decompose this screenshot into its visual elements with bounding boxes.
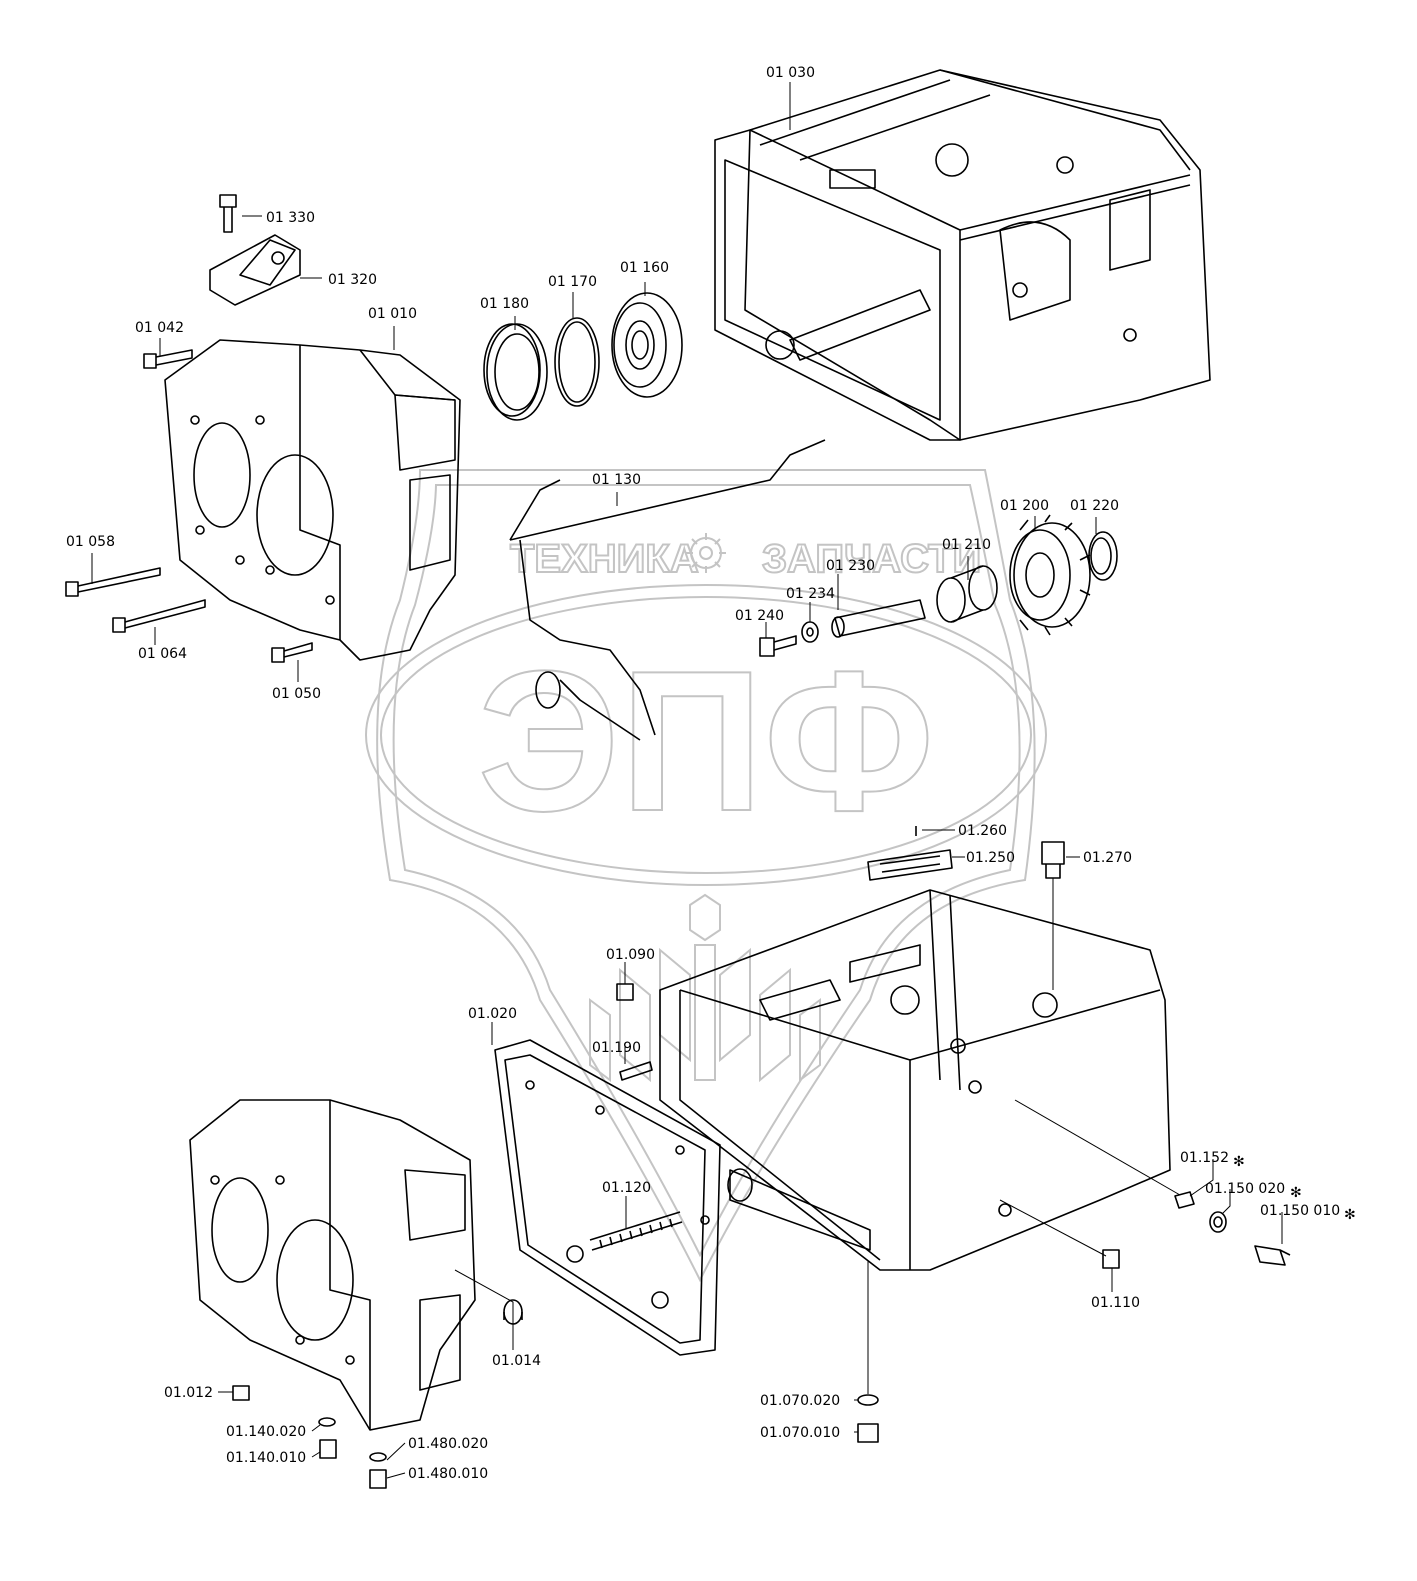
plug-01012	[232, 1385, 250, 1401]
watermark	[365, 469, 1047, 1283]
label-01320: 01 320	[328, 272, 377, 288]
gear-01200	[1009, 514, 1091, 636]
wheat-ear-icon	[589, 893, 821, 1083]
label-01234: 01 234	[786, 586, 835, 602]
transmission-housing-upper	[714, 69, 1211, 441]
pin-01152	[1174, 1191, 1195, 1209]
label-01-020: 01.020	[468, 1006, 517, 1022]
label-01240: 01 240	[735, 608, 784, 624]
label-01-260: 01.260	[958, 823, 1007, 839]
label-01-250: 01.250	[966, 850, 1015, 866]
watermark-oval	[365, 584, 1047, 886]
bolt-01240	[759, 635, 797, 657]
gear-icon	[686, 533, 726, 573]
watermark-shield-outer	[376, 469, 1036, 1283]
label-01-480-010: 01.480.010	[408, 1466, 488, 1482]
label-01160: 01 160	[620, 260, 669, 276]
spring-01120	[589, 1211, 683, 1251]
label-01-152: 01.152	[1180, 1150, 1229, 1166]
seal-01180	[483, 323, 548, 421]
needle-bearing-01210	[936, 565, 998, 623]
label-01030: 01 030	[766, 65, 815, 81]
switch-01150010	[1254, 1245, 1291, 1266]
label-01-150-010: 01.150 010	[1260, 1203, 1340, 1219]
leader-lines	[91, 82, 1283, 1479]
watermark-logo: ЭПФ	[478, 630, 935, 853]
label-01-070-010: 01.070.010	[760, 1425, 840, 1441]
bearing-01160	[611, 292, 683, 398]
front-housing-lower	[189, 1099, 476, 1431]
asterisk-01-150-010: ✻	[1344, 1207, 1356, 1223]
label-01-014: 01.014	[492, 1353, 541, 1369]
front-housing-01010	[164, 339, 461, 661]
oil-pipe-01130	[509, 439, 826, 741]
label-01050: 01 050	[272, 686, 321, 702]
asterisk-01-152: ✻	[1233, 1154, 1245, 1170]
watermark-brand-right: ЗАПЧАСТИ	[762, 537, 981, 581]
nameplate-01250	[867, 849, 953, 881]
label-01064: 01 064	[138, 646, 187, 662]
label-01-190: 01.190	[592, 1040, 641, 1056]
bolt-01330	[219, 194, 237, 233]
transmission-housing-lower	[659, 889, 1171, 1271]
watermark-oval-inner	[380, 596, 1032, 874]
label-01180: 01 180	[480, 296, 529, 312]
bolt-01064	[112, 599, 206, 633]
bolt-01050	[271, 642, 313, 663]
label-01220: 01 220	[1070, 498, 1119, 514]
ring-01140020	[318, 1417, 336, 1427]
plug-01070010	[857, 1423, 879, 1443]
breather-01270	[1041, 841, 1065, 879]
label-01-110: 01.110	[1091, 1295, 1140, 1311]
label-01-090: 01.090	[606, 947, 655, 963]
bracket-01320	[209, 234, 301, 306]
label-01-150-020: 01.150 020	[1205, 1181, 1285, 1197]
label-01170: 01 170	[548, 274, 597, 290]
watermark-brand-left: ТЕХНИКА	[510, 537, 699, 581]
label-01210: 01 210	[942, 537, 991, 553]
plug-01140010	[319, 1439, 337, 1459]
label-01200: 01 200	[1000, 498, 1049, 514]
pin-01190	[619, 1061, 653, 1081]
bolt-01042	[143, 349, 193, 369]
part-labels: 01 030 01 330 01 320 01 170 01 160 01 18…	[66, 65, 1356, 1482]
shaft-01230	[831, 599, 926, 638]
label-01130: 01 130	[592, 472, 641, 488]
plug-01110	[1102, 1249, 1120, 1269]
label-01330: 01 330	[266, 210, 315, 226]
ring-01070020	[857, 1394, 879, 1406]
ring-01480020	[369, 1452, 387, 1462]
label-01-120: 01.120	[602, 1180, 651, 1196]
label-01-140-020: 01.140.020	[226, 1424, 306, 1440]
label-01-270: 01.270	[1083, 850, 1132, 866]
label-01-480-020: 01.480.020	[408, 1436, 488, 1452]
snap-ring-01170	[554, 317, 600, 407]
gasket-01020	[494, 1039, 721, 1356]
washer-01150020	[1209, 1211, 1227, 1233]
label-01-012: 01.012	[164, 1385, 213, 1401]
bolt-01058	[65, 567, 161, 597]
label-01010: 01 010	[368, 306, 417, 322]
label-01-140-010: 01.140.010	[226, 1450, 306, 1466]
asterisk-01-150-020: ✻	[1290, 1185, 1302, 1201]
washer-01220	[1088, 531, 1118, 581]
plug-01480010	[369, 1469, 387, 1489]
label-01-070-020: 01.070.020	[760, 1393, 840, 1409]
label-01058: 01 058	[66, 534, 115, 550]
label-01042: 01 042	[135, 320, 184, 336]
label-01230: 01 230	[826, 558, 875, 574]
watermark-shield-inner	[392, 484, 1021, 1258]
